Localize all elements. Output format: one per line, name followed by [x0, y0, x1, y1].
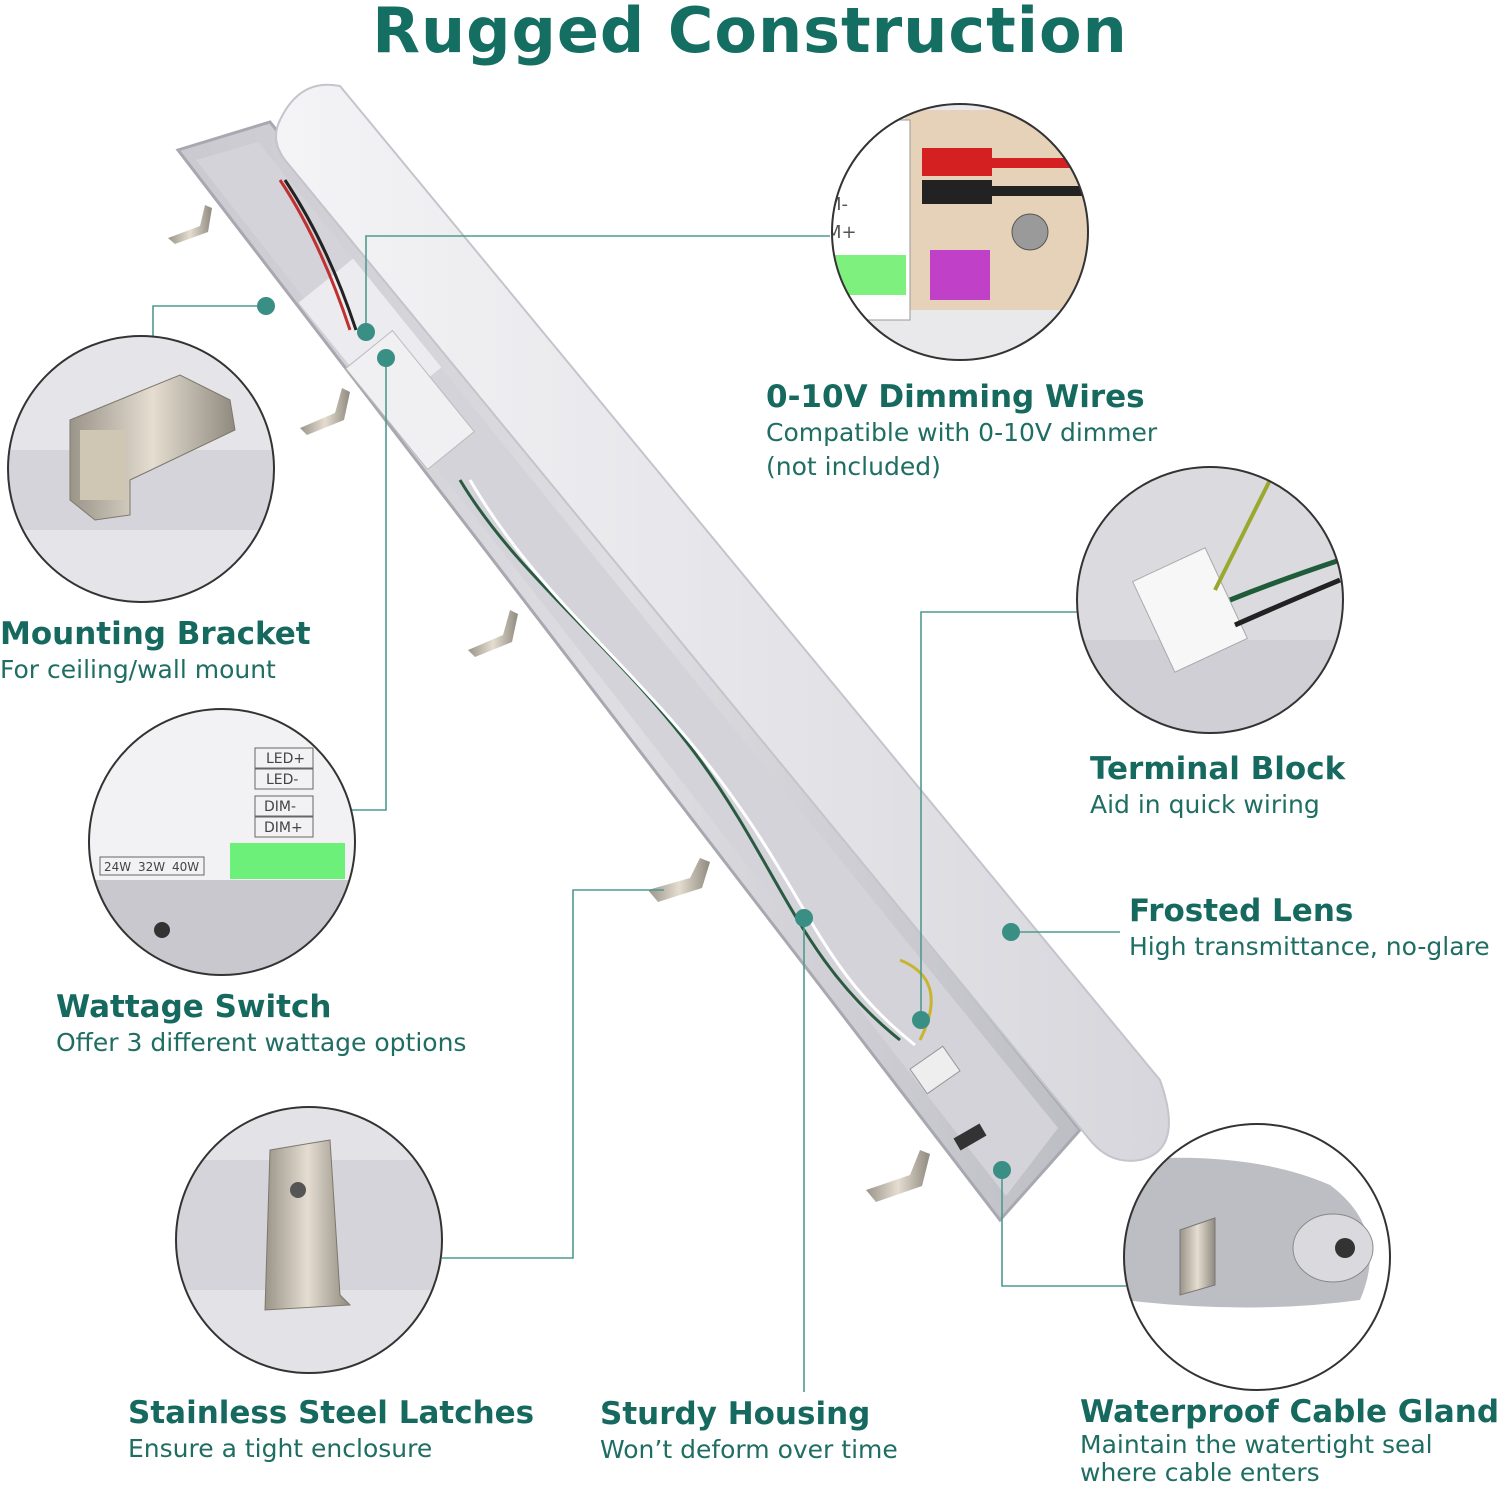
- feature-sturdy-housing: Sturdy Housing Won’t deform over time: [600, 1395, 898, 1467]
- marker-dot-lens: [1002, 923, 1020, 941]
- leader-lines: [152, 235, 1126, 1392]
- feature-desc: For ceiling/wall mount: [0, 655, 276, 684]
- feature-desc: Ensure a tight enclosure: [128, 1434, 433, 1463]
- feature-frosted-lens: Frosted Lens High transmittance, no-glar…: [1129, 892, 1490, 964]
- feature-title: Frosted Lens: [1129, 893, 1354, 929]
- feature-desc: High transmittance, no-glare: [1129, 932, 1490, 961]
- driver-label-24w: 24W: [104, 860, 131, 874]
- feature-title: Waterproof Cable Gland: [1080, 1394, 1500, 1430]
- closeup-dimming-wires: M- M+: [826, 103, 1089, 361]
- feature-mounting-bracket: Mounting Bracket For ceiling/wall mount: [0, 615, 311, 687]
- closeup-terminal-block: [1076, 466, 1344, 734]
- closeup-mounting-bracket: [7, 335, 275, 603]
- marker-dot-dimming: [357, 323, 375, 341]
- marker-dot-wattage: [377, 349, 395, 367]
- feature-title: Terminal Block: [1090, 751, 1346, 787]
- marker-dot-housing: [795, 909, 813, 927]
- feature-desc: Aid in quick wiring: [1090, 790, 1320, 819]
- frosted-lens-shape: [275, 83, 1170, 1162]
- driver-label-led-plus: LED+: [266, 751, 305, 767]
- feature-cable-gland: Waterproof Cable Gland Maintain the wate…: [1080, 1393, 1499, 1487]
- feature-terminal-block: Terminal Block Aid in quick wiring: [1090, 750, 1345, 822]
- marker-dot-gland: [993, 1161, 1011, 1179]
- closeup-wattage-switch: LED+ LED- DIM- DIM+ 24W 32W 40W: [88, 708, 356, 976]
- page-title: Rugged Construction: [372, 0, 1128, 67]
- closeup-cable-gland: [1123, 1123, 1391, 1391]
- feature-desc: (not included): [766, 452, 941, 481]
- feature-desc: Compatible with 0-10V dimmer: [766, 418, 1158, 447]
- closeup-label-m-plus: M+: [826, 222, 857, 243]
- feature-desc: where cable enters: [1080, 1458, 1320, 1487]
- marker-dots: [257, 297, 1020, 1179]
- feature-wattage-switch: Wattage Switch Offer 3 different wattage…: [56, 988, 466, 1060]
- feature-desc: Offer 3 different wattage options: [56, 1028, 467, 1057]
- housing-latches: [168, 205, 930, 1202]
- feature-title: Mounting Bracket: [0, 616, 311, 652]
- closeup-stainless-latch: [175, 1106, 443, 1374]
- feature-dimming-wires: 0-10V Dimming Wires Compatible with 0-10…: [766, 378, 1157, 484]
- feature-stainless-latches: Stainless Steel Latches Ensure a tight e…: [128, 1394, 534, 1466]
- driver-label-40w: 40W: [172, 860, 199, 874]
- feature-title: Stainless Steel Latches: [128, 1395, 535, 1431]
- feature-desc: Won’t deform over time: [600, 1435, 898, 1464]
- driver-label-dim-plus: DIM+: [264, 820, 303, 836]
- feature-title: Sturdy Housing: [600, 1396, 871, 1432]
- feature-title: Wattage Switch: [56, 989, 332, 1025]
- feature-desc: Maintain the watertight seal: [1080, 1430, 1433, 1459]
- marker-dot-bracket: [257, 297, 275, 315]
- feature-title: 0-10V Dimming Wires: [766, 379, 1145, 415]
- driver-label-led-minus: LED-: [266, 772, 298, 788]
- driver-label-dim-minus: DIM-: [264, 799, 296, 815]
- driver-label-32w: 32W: [138, 860, 165, 874]
- marker-dot-terminal: [912, 1011, 930, 1029]
